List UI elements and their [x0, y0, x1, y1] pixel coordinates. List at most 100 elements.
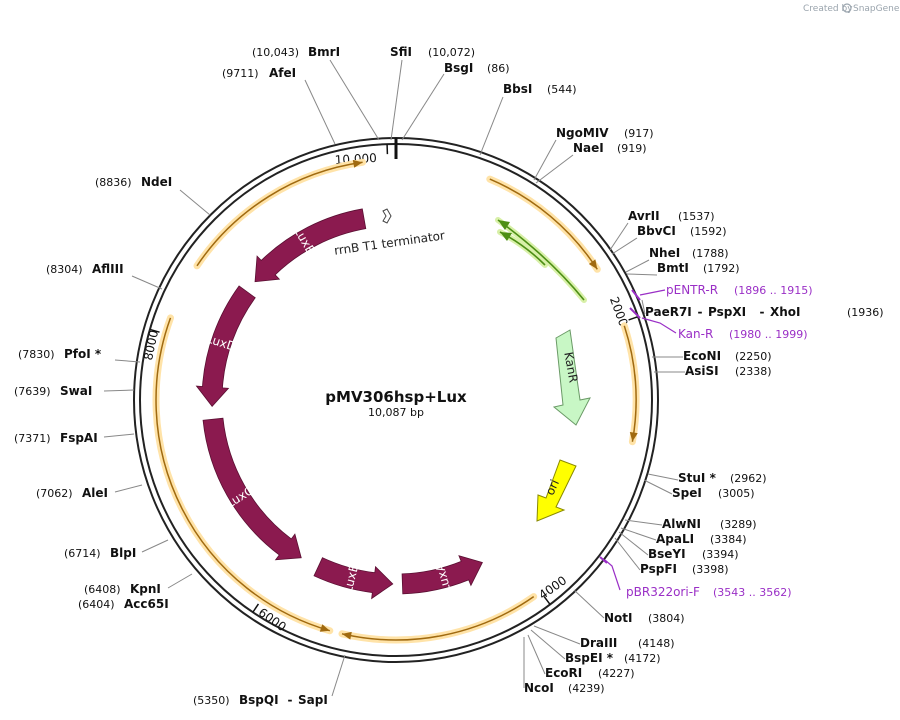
lux-arrow-luxe[interactable]	[254, 208, 367, 283]
leader-sfii	[390, 59, 403, 141]
site-name-ngomiv[interactable]: NgoMIV	[556, 126, 609, 140]
site-name-bseyi[interactable]: BseYI	[648, 547, 686, 561]
lux-arrow-luxc[interactable]	[202, 417, 302, 561]
site-name-sfii[interactable]: SfiI	[390, 45, 412, 59]
site-name-asisi[interactable]: AsiSI	[685, 364, 719, 378]
site-pos-ngomiv: (917)	[624, 127, 654, 140]
site-name-afei[interactable]: AfeI	[269, 66, 296, 80]
lux-arrow-luxd[interactable]	[195, 285, 256, 408]
site-labels: BmrI(10,043)SfiI(10,072)BsgI(86)AfeI(971…	[14, 45, 884, 707]
site-name-nhei[interactable]: NheI	[649, 246, 680, 260]
primer-pbr322-name[interactable]: pBR322ori-F	[626, 585, 700, 599]
leader-afliii	[131, 275, 163, 290]
orf-arc-0[interactable]	[489, 178, 598, 270]
site-pos-bspqi: (5350)	[193, 694, 230, 707]
pbr322-leader	[604, 559, 621, 591]
site-name-bspei[interactable]: BspEI *	[565, 651, 614, 665]
site-name-stui[interactable]: StuI *	[678, 471, 717, 485]
leader-bspqi	[331, 654, 346, 697]
primer-kanr-name[interactable]: Kan-R	[678, 327, 713, 341]
site-pos-kpni: (6408)	[84, 583, 121, 596]
lux-arrow-luxb[interactable]	[313, 557, 394, 600]
feature-kanr[interactable]: KanR	[552, 329, 591, 426]
leader-pspfi	[614, 537, 641, 571]
leader-ndei	[179, 189, 211, 216]
site-pos-stui: (2962)	[730, 472, 767, 485]
leader-bbvci	[611, 237, 638, 255]
ori-label: ori	[543, 477, 562, 497]
leader-paer7i	[641, 299, 646, 315]
snapgene-credit: Created by SnapGene	[803, 3, 900, 14]
green-arrowhead-1	[498, 220, 510, 230]
site-name-bbsi[interactable]: BbsI	[503, 82, 532, 96]
site-name-paer7i[interactable]: PaeR7I	[645, 305, 692, 319]
ori-arrow[interactable]	[536, 459, 577, 522]
site-pos-noti: (3804)	[648, 612, 685, 625]
site-name-bsgi[interactable]: BsgI	[444, 61, 473, 75]
site-name-bspqi[interactable]: BspQI	[239, 693, 279, 707]
site-name-noti[interactable]: NotI	[604, 611, 633, 625]
credit-brand: SnapGene	[853, 4, 900, 14]
credit-prefix: Created by	[803, 4, 853, 14]
kanr-arrow[interactable]	[552, 329, 591, 426]
site-name-pfoi[interactable]: PfoI *	[64, 347, 102, 361]
site-name-bmti[interactable]: BmtI	[657, 261, 689, 275]
leader-bspei	[530, 629, 566, 660]
site-name-acc65i[interactable]: Acc65I	[124, 597, 169, 611]
site-name-naei[interactable]: NaeI	[573, 141, 604, 155]
green-primer-arcs	[495, 217, 587, 303]
leader-blpi	[141, 539, 169, 553]
site-pos-ncoi: (4239)	[568, 682, 605, 695]
orf-arc-1[interactable]	[623, 325, 637, 442]
leader-afei	[304, 79, 336, 145]
primer-annotations: pENTR-R (1896 .. 1915) Kan-R (1980 .. 19…	[599, 283, 813, 599]
site-pos-sfii: (10,072)	[428, 46, 475, 59]
site-name-afliii[interactable]: AflIII	[92, 262, 124, 276]
ruler-tick-label-4: 8000	[141, 329, 161, 362]
orf-arc-4[interactable]	[196, 161, 363, 267]
site-name-bbvci[interactable]: BbvCI	[637, 224, 676, 238]
site-name-kpni[interactable]: KpnI	[130, 582, 161, 596]
site-name-avrii[interactable]: AvrII	[628, 209, 660, 223]
site-name-fspai[interactable]: FspAI	[60, 431, 98, 445]
terminator-arrow[interactable]	[382, 208, 392, 224]
site-name-apali[interactable]: ApaLI	[656, 532, 694, 546]
site-pos-draiii: (4148)	[638, 637, 675, 650]
leader-alei	[114, 484, 143, 493]
orf-arrowhead-3	[319, 624, 330, 632]
site-pos-swai: (7639)	[14, 385, 51, 398]
site-name-alei[interactable]: AleI	[82, 486, 108, 500]
site-name-pspfi[interactable]: PspFI	[640, 562, 677, 576]
site-name-alwni[interactable]: AlwNI	[662, 517, 701, 531]
site-name-econi[interactable]: EcoNI	[683, 349, 721, 363]
site-name-swai[interactable]: SwaI	[60, 384, 92, 398]
leader-bseyi	[618, 531, 649, 556]
site-pos-afliii: (8304)	[46, 263, 83, 276]
site-name-pspxi[interactable]: PspXI	[708, 305, 746, 319]
site-name-ncoi[interactable]: NcoI	[524, 681, 554, 695]
site-name-blpi[interactable]: BlpI	[110, 546, 136, 560]
site-pos-bbvci: (1592)	[690, 225, 727, 238]
site-separator-2: -	[288, 693, 293, 707]
leader-alwni	[624, 519, 663, 526]
lux-arrow-luxa[interactable]	[401, 555, 483, 595]
lux-label-luxb: LuxB	[341, 562, 362, 594]
ruler-tick-2	[543, 596, 551, 605]
site-pos-bspei: (4172)	[624, 652, 661, 665]
site-name-xhoi[interactable]: XhoI	[770, 305, 801, 319]
site-name-bmri[interactable]: BmrI	[308, 45, 340, 59]
site-pos-naei: (919)	[617, 142, 647, 155]
site-name-ndei[interactable]: NdeI	[141, 175, 172, 189]
orf-arc-2[interactable]	[341, 595, 535, 641]
site-name-spei[interactable]: SpeI	[672, 486, 702, 500]
site-name-draiii[interactable]: DraIII	[580, 636, 617, 650]
leader-bbsi	[479, 96, 504, 156]
site-name-sapi[interactable]: SapI	[298, 693, 328, 707]
orf-arc-3[interactable]	[155, 317, 331, 632]
site-pos-blpi: (6714)	[64, 547, 101, 560]
primer-pentr-name[interactable]: pENTR-R	[666, 283, 718, 297]
site-name-ecori[interactable]: EcoRI	[545, 666, 582, 680]
orf-arrowhead-4	[352, 159, 363, 168]
feature-ori[interactable]: ori	[536, 459, 577, 522]
leader-ecori	[527, 634, 546, 675]
